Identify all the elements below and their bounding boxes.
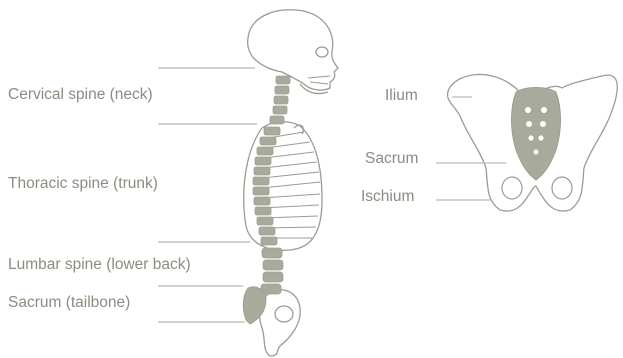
teeth (308, 76, 330, 84)
label-cervical-spine: Cervical spine (neck) (8, 86, 153, 104)
label-ilium: Ilium (385, 87, 418, 105)
vertebrae (243, 76, 290, 324)
pelvis-icon (448, 74, 618, 211)
hip-socket (275, 306, 293, 322)
sacrum-bone (243, 287, 266, 324)
obturator-right (552, 177, 572, 199)
pelvis-leader-lines (436, 97, 506, 200)
eye-socket (316, 47, 328, 57)
label-ischium: Ischium (361, 188, 414, 206)
obturator-left (502, 177, 522, 199)
spine-leader-lines (158, 68, 257, 322)
label-lumbar-spine: Lumbar spine (lower back) (8, 256, 191, 274)
skull-outline (248, 10, 338, 90)
sacrum-front (512, 88, 561, 181)
label-sacrum: Sacrum (365, 150, 418, 168)
label-sacrum-tailbone: Sacrum (tailbone) (8, 294, 130, 312)
label-thoracic-spine: Thoracic spine (trunk) (8, 175, 158, 193)
